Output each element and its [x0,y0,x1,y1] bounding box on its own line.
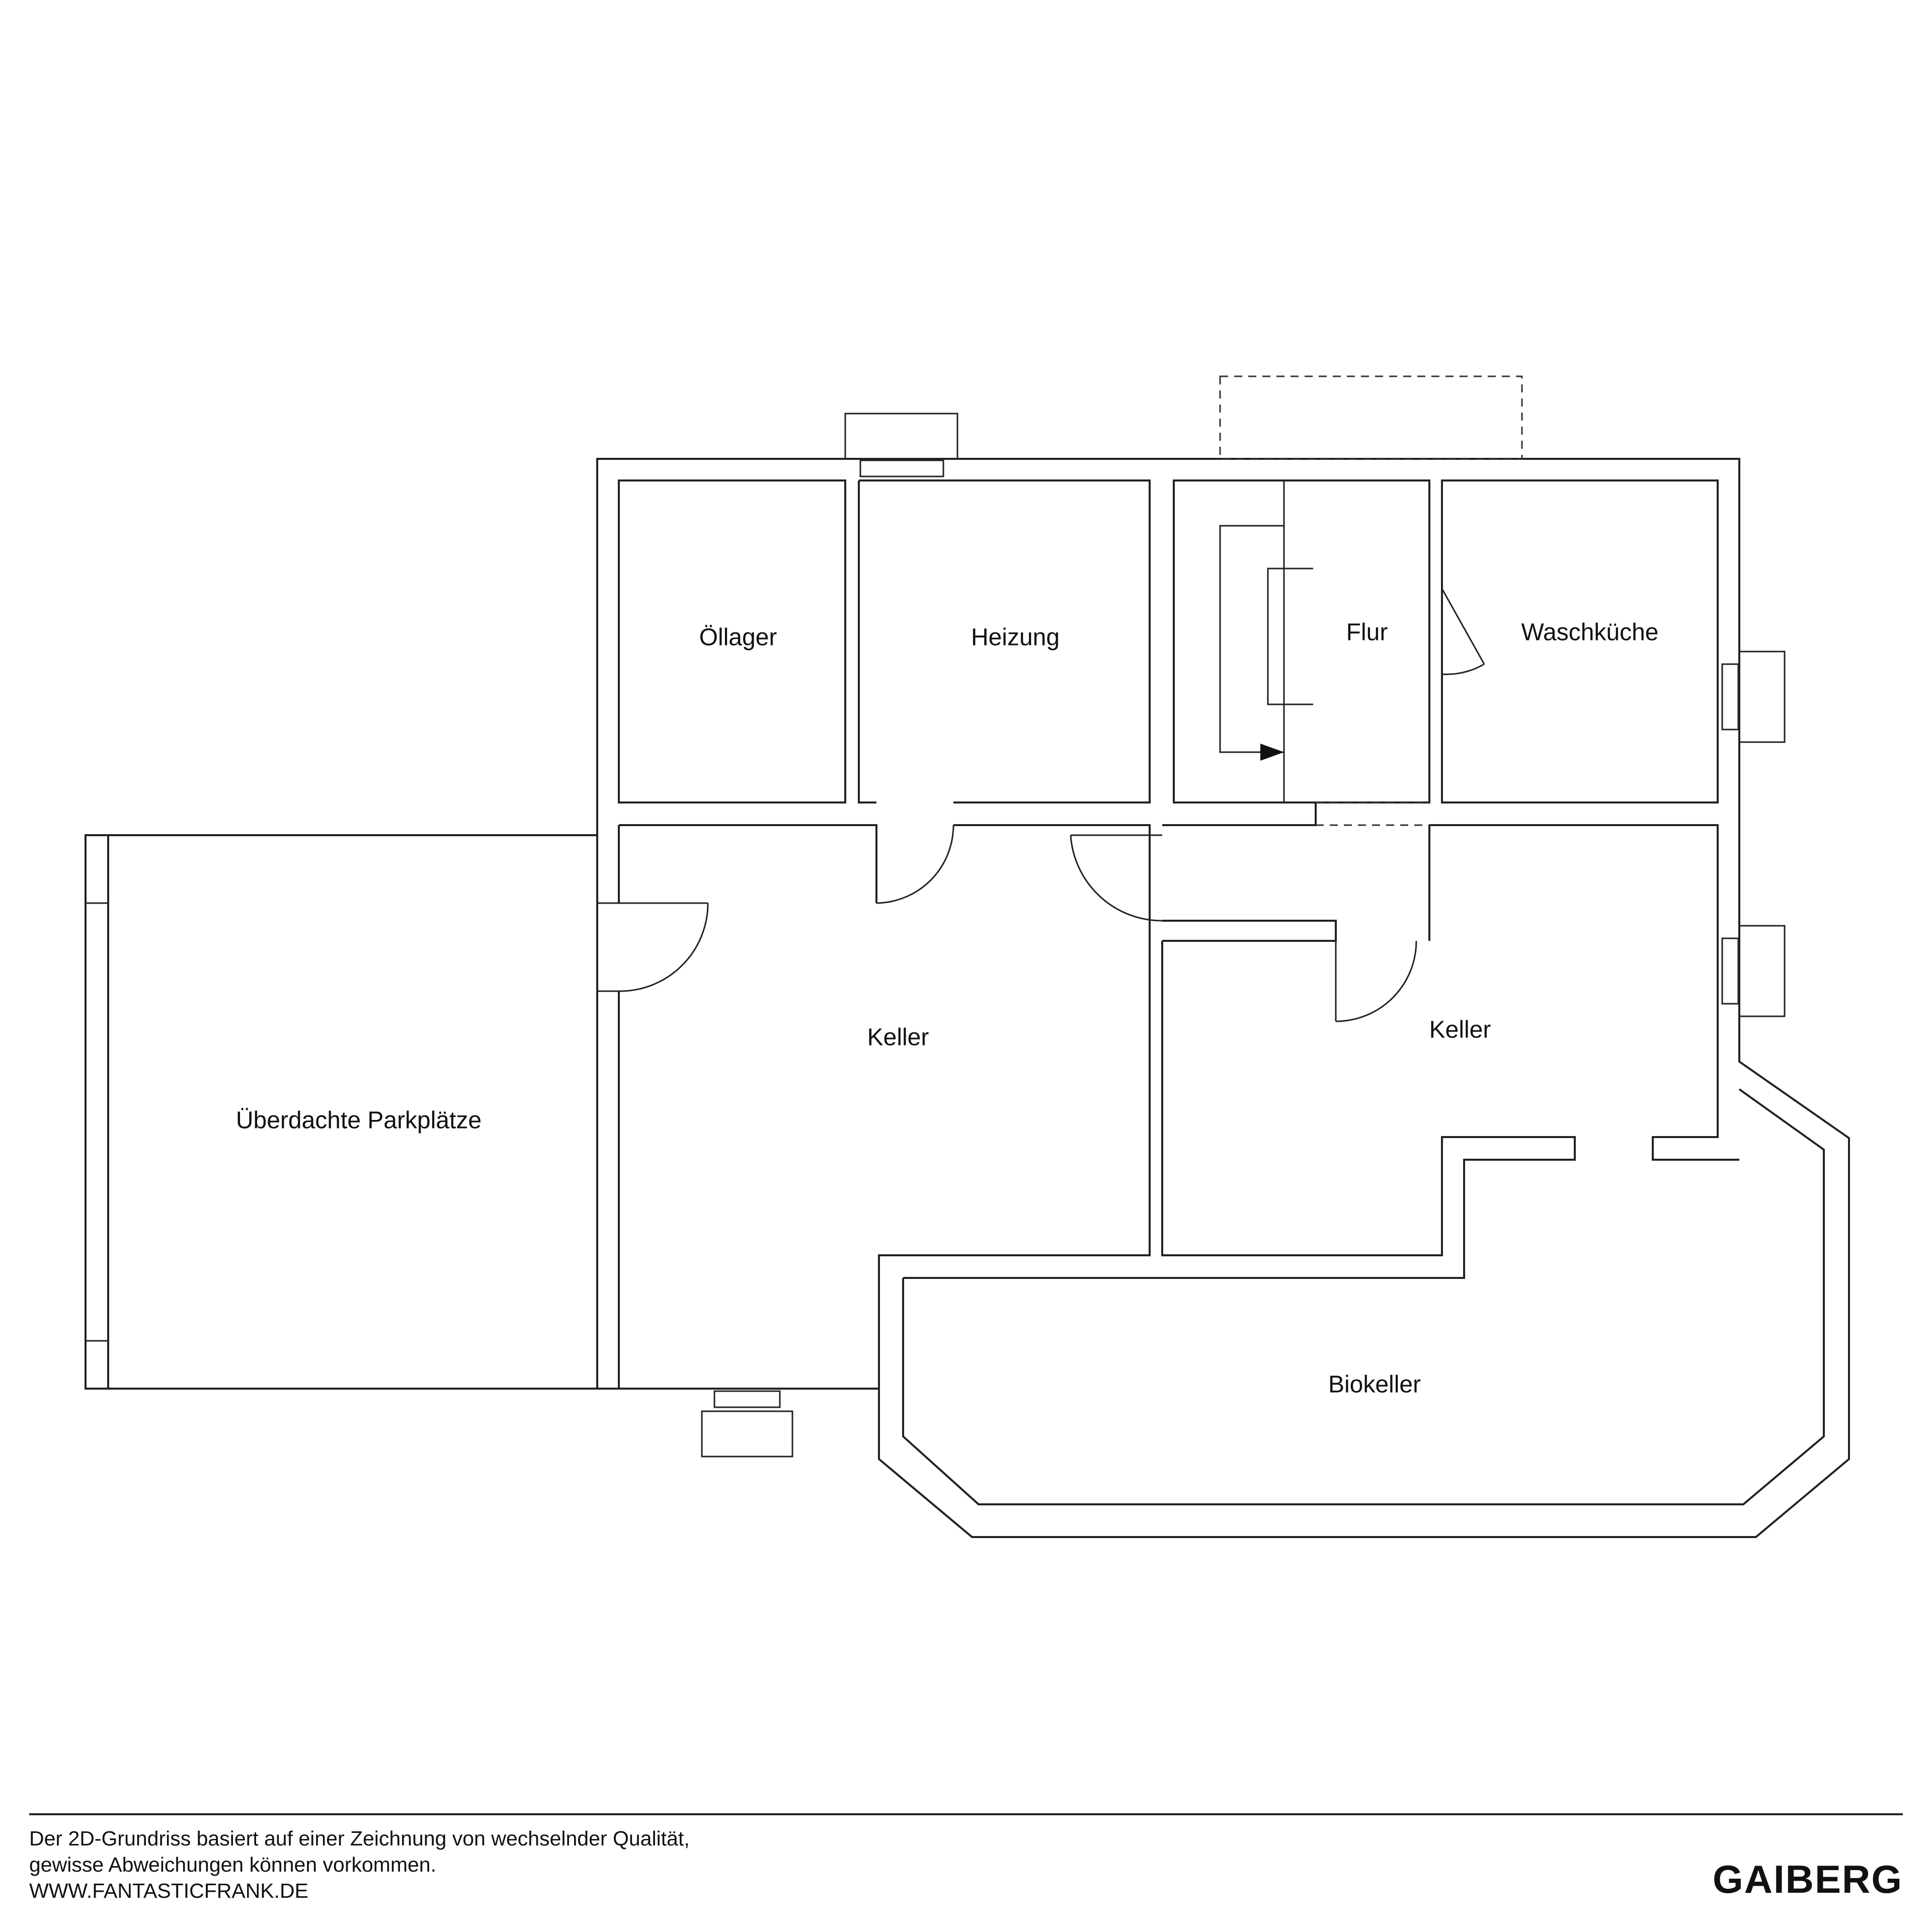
room-label-waschkueche: Waschküche [1521,619,1659,646]
room-label-flur: Flur [1346,619,1388,646]
website-link[interactable]: WWW.FANTASTICFRANK.DE [29,1879,309,1902]
room-label-keller-west: Keller [867,1024,929,1051]
disclaimer-line-1: Der 2D-Grundriss basiert auf einer Zeich… [29,1827,690,1850]
room-label-keller-east: Keller [1429,1017,1491,1043]
stair-arrow-icon [1260,744,1284,761]
door-arc-keller-east [1335,940,1417,1022]
room-label-oellager: Öllager [699,624,777,651]
door-arc-corridor [1070,835,1163,922]
walls [85,458,1850,1538]
door-arc-heizung [876,825,954,904]
room-outline-keller-east [903,941,1576,1279]
windows [86,413,1786,1458]
room-outline-waschkueche [1441,479,1719,803]
door-arc-carport [618,903,709,992]
room-label-biokeller: Biokeller [1328,1372,1421,1398]
footer-divider [29,1813,1903,1815]
room-outline-heizung-left [858,480,876,803]
corridor-outline [1162,802,1317,826]
room-label-parkplaetze: Überdachte Parkplätze [236,1107,481,1134]
room-outline-keller-west-2 [878,824,1151,1389]
room-outline-flur [1173,479,1430,803]
keller-east-top [1429,824,1739,1161]
room-labels: Öllager Heizung Flur Waschküche Keller K… [236,619,1659,1398]
footer-disclaimer: Der 2D-Grundriss basiert auf einer Zeich… [29,1825,690,1904]
staircase-outline [1219,525,1284,753]
window-waschkueche [1738,651,1786,743]
room-outline-oellager [618,479,846,803]
staircase-inner [1267,568,1313,705]
window-keller-east-sill [1721,937,1739,1005]
carport-inner-outline [107,834,598,1390]
location-title: GAIBERG [1712,1857,1903,1901]
window-keller-west [701,1410,793,1458]
corridor-bottom [1162,920,1337,942]
window-keller-west-sill [713,1390,781,1408]
door-arc-waschkueche [1441,663,1485,675]
window-heizung [844,413,958,460]
disclaimer-line-2: gewisse Abweichungen können vorkommen. [29,1853,437,1876]
room-outline-heizung [859,479,1151,803]
outer-wall-north [596,458,1850,1538]
exterior-dashed-area [1219,375,1523,460]
room-outline-keller-west [619,824,877,903]
window-waschkueche-sill [1721,663,1739,731]
room-outline-biokeller [902,1088,1825,1505]
room-label-heizung: Heizung [971,624,1060,651]
window-keller-east [1738,925,1786,1017]
window-heizung-sill [859,459,944,477]
door-leaf-waschkueche [1441,588,1485,665]
